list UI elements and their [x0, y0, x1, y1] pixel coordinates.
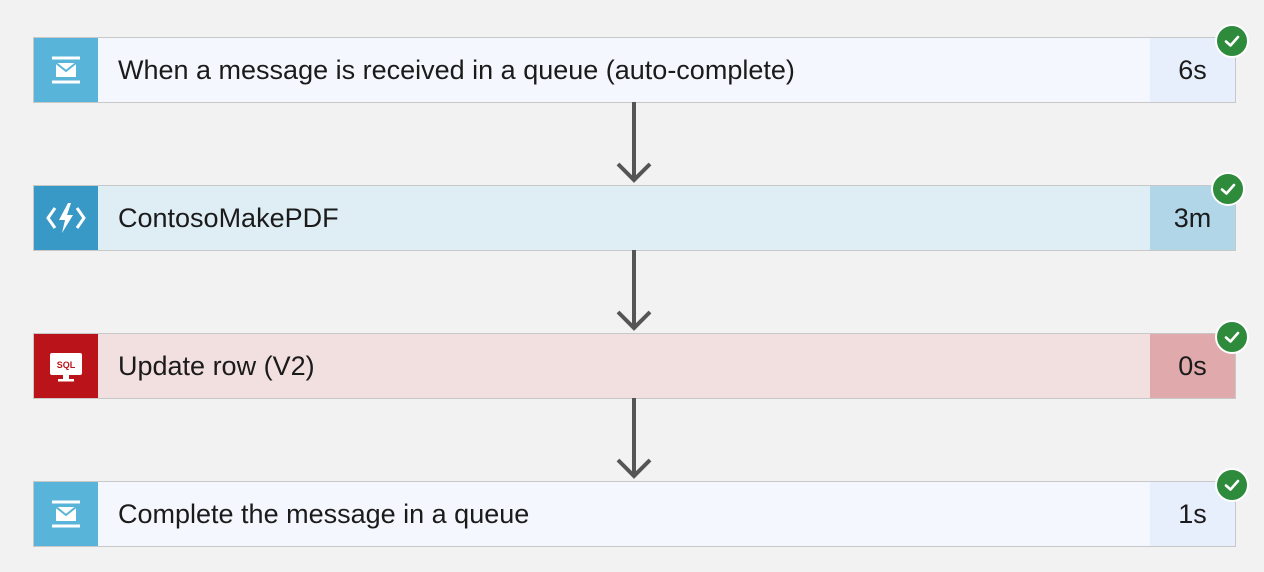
- sql-server-icon: SQL: [50, 353, 82, 382]
- step-title: When a message is received in a queue (a…: [98, 38, 1150, 102]
- step-duration: 3m: [1150, 186, 1235, 250]
- success-check-icon: [1215, 320, 1249, 354]
- service-bus-queue-icon: [52, 56, 80, 84]
- flow-step-function[interactable]: ContosoMakePDF 3m: [33, 185, 1236, 251]
- flow-step-complete-message[interactable]: Complete the message in a queue 1s: [33, 481, 1236, 547]
- connector-arrow-icon: [616, 250, 652, 331]
- success-check-icon: [1215, 24, 1249, 58]
- step-icon-box: SQL: [34, 334, 98, 398]
- success-check-icon: [1215, 468, 1249, 502]
- step-icon-box: [34, 482, 98, 546]
- service-bus-queue-icon: [52, 500, 80, 528]
- step-icon-box: [34, 186, 98, 250]
- step-icon-box: [34, 38, 98, 102]
- success-check-icon: [1211, 172, 1245, 206]
- flow-step-trigger[interactable]: When a message is received in a queue (a…: [33, 37, 1236, 103]
- step-title: ContosoMakePDF: [98, 186, 1150, 250]
- step-title: Update row (V2): [98, 334, 1150, 398]
- step-duration: 1s: [1150, 482, 1235, 546]
- flow-step-sql-update[interactable]: SQL Update row (V2) 0s: [33, 333, 1236, 399]
- connector-arrow-icon: [616, 102, 652, 183]
- svg-text:SQL: SQL: [57, 360, 76, 370]
- connector-arrow-icon: [616, 398, 652, 479]
- azure-function-icon: [46, 203, 86, 233]
- step-title: Complete the message in a queue: [98, 482, 1150, 546]
